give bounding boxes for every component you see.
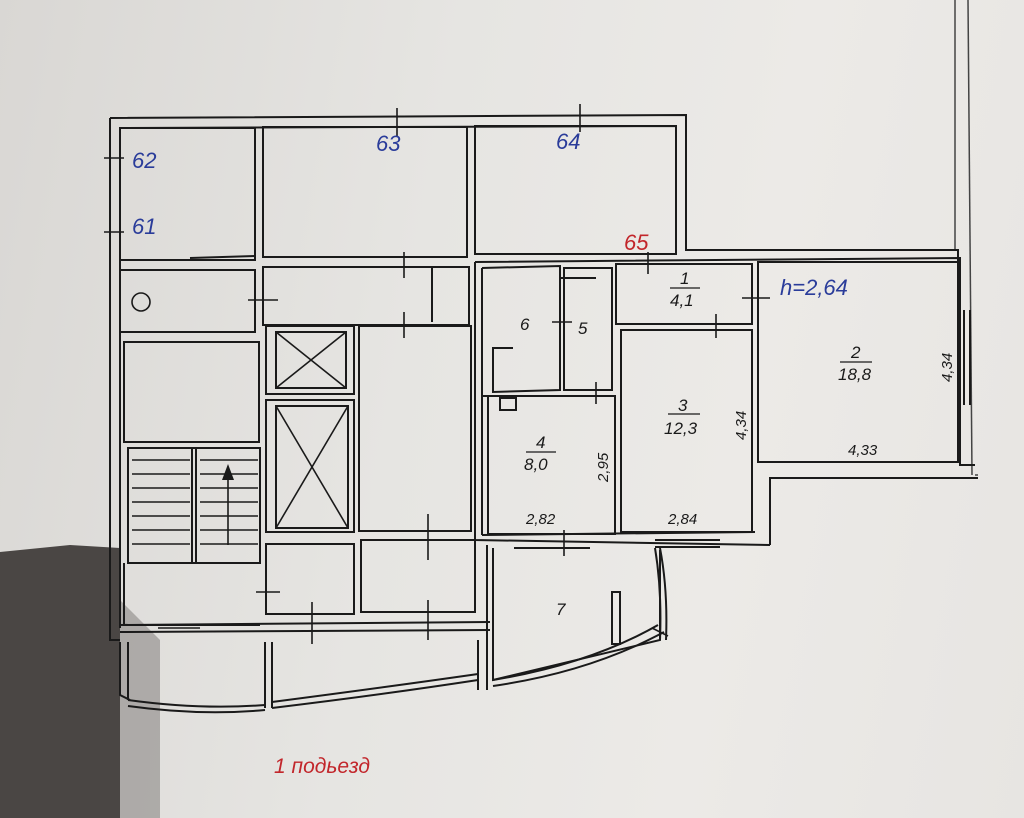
apartment-61-label: 61 — [132, 214, 156, 239]
apartment-63-label: 63 — [376, 131, 401, 156]
room-4-area: 8,0 — [524, 455, 548, 474]
dimension-room3-height: 4,34 — [733, 411, 750, 440]
fraction-lines — [526, 287, 872, 453]
room-2-area: 18,8 — [838, 365, 872, 384]
dimension-room4-width: 2,82 — [525, 511, 556, 528]
room-1-number: 1 — [680, 269, 689, 288]
loggia-curves — [127, 547, 668, 714]
walls — [109, 113, 978, 708]
shadow-gradient — [120, 600, 160, 818]
room-1-area: 4,1 — [670, 291, 694, 310]
apartment-62-label: 62 — [132, 148, 156, 173]
apartment-65-label: 65 — [624, 230, 649, 255]
room-2-number: 2 — [850, 343, 861, 362]
shadow-area — [0, 545, 120, 818]
apartment-64-label: 64 — [556, 129, 580, 154]
room-5-number: 5 — [578, 319, 588, 338]
room-6-number: 6 — [520, 315, 530, 334]
tick-marks — [104, 104, 770, 644]
dimension-room2-width: 4,33 — [848, 442, 878, 459]
page-border-lines — [954, 0, 978, 476]
room-3-number: 3 — [678, 396, 688, 415]
dimension-room3-width: 2,84 — [667, 511, 697, 528]
dimension-room2-height: 4,34 — [939, 353, 956, 382]
room-3-area: 12,3 — [664, 419, 698, 438]
elevator-crosses — [275, 331, 349, 529]
entrance-label: 1 подьезд — [274, 755, 370, 778]
stair-arrow-icon — [222, 464, 234, 480]
room-7-number: 7 — [556, 600, 566, 619]
ceiling-height-label: h=2,64 — [780, 275, 848, 300]
trash-chute-icon — [131, 292, 151, 312]
room-4-number: 4 — [536, 433, 545, 452]
dimension-room4-height: 2,95 — [595, 452, 612, 483]
